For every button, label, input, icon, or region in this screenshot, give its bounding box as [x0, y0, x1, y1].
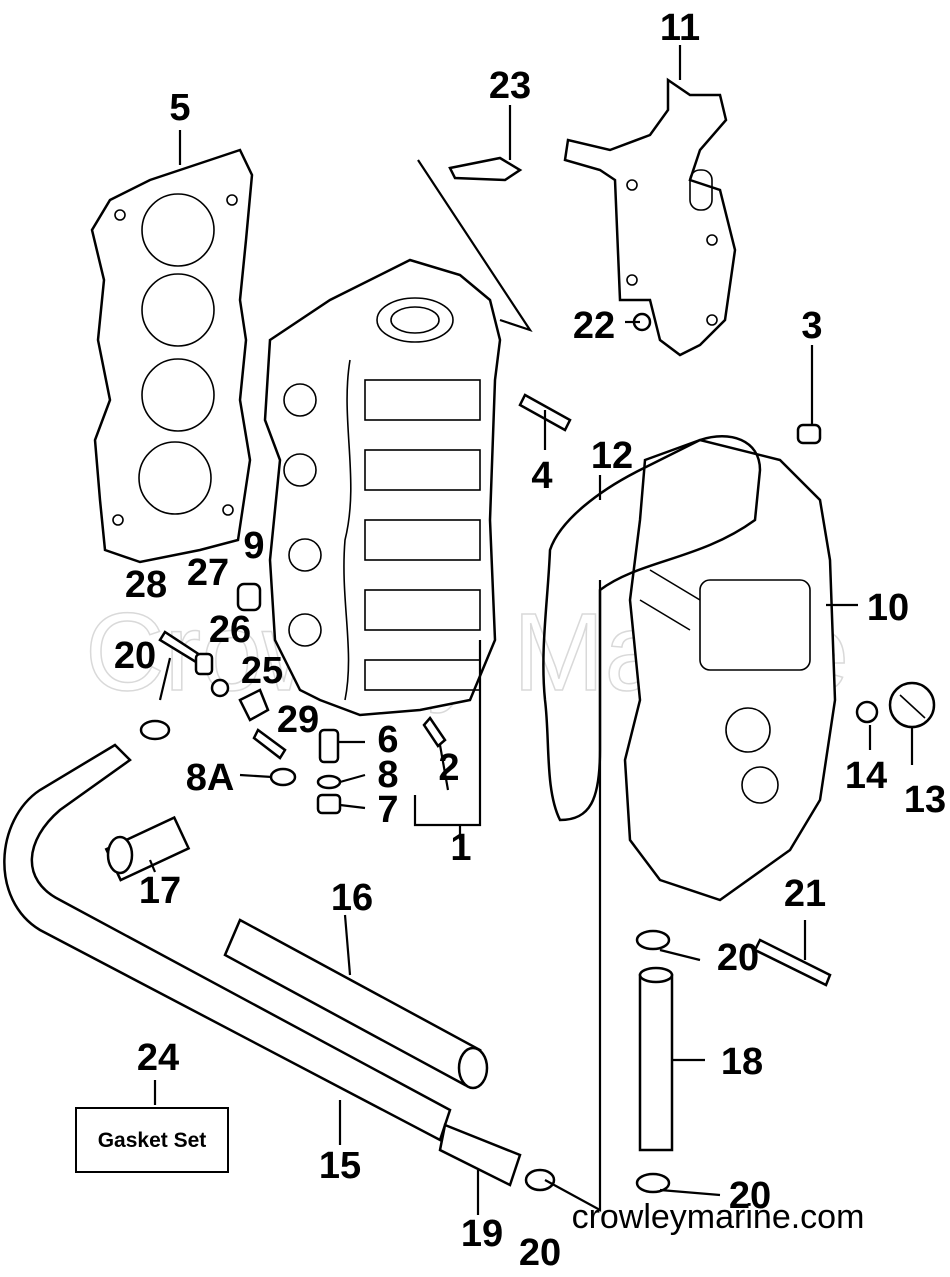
- callout-20-d: 20: [519, 1232, 561, 1274]
- head-gasket: [90, 148, 254, 564]
- callout-15: 15: [319, 1145, 361, 1187]
- callout-17: 17: [139, 870, 181, 912]
- callout-4: 4: [531, 455, 552, 497]
- callout-8a: 8A: [186, 757, 235, 799]
- gasket-set-box: Gasket Set: [75, 1107, 229, 1173]
- callout-26: 26: [209, 609, 251, 651]
- callout-16: 16: [331, 877, 373, 919]
- leader-lines: [148, 45, 914, 1215]
- callout-28: 28: [125, 564, 167, 606]
- callout-5: 5: [169, 87, 190, 129]
- callout-25: 25: [241, 650, 283, 692]
- site-url: crowleymarine.com: [572, 1198, 865, 1236]
- callout-19: 19: [461, 1213, 503, 1255]
- callout-3: 3: [801, 305, 822, 347]
- cap-13: [888, 681, 936, 729]
- callout-1: 1: [450, 827, 471, 869]
- callout-20-c: 20: [729, 1175, 771, 1217]
- hose-16: [223, 918, 489, 1090]
- callout-9: 9: [243, 525, 264, 567]
- callout-22: 22: [573, 305, 615, 347]
- o-ring-14: [855, 700, 879, 724]
- callout-21: 21: [784, 873, 826, 915]
- cover: [623, 438, 837, 902]
- callout-10: 10: [867, 587, 909, 629]
- callout-24: 24: [137, 1037, 179, 1079]
- callout-18: 18: [721, 1041, 763, 1083]
- cylinder-head: [263, 258, 502, 717]
- callout-14: 14: [845, 755, 887, 797]
- long-hose: [3, 743, 452, 1142]
- callout-20-a: 20: [114, 635, 156, 677]
- callout-29: 29: [277, 699, 319, 741]
- hose-19: [438, 1123, 522, 1187]
- callout-23: 23: [489, 65, 531, 107]
- callout-11: 11: [660, 7, 700, 49]
- callout-12: 12: [591, 435, 633, 477]
- callout-8: 8: [377, 754, 398, 796]
- hose-18: [638, 966, 674, 1152]
- callout-7: 7: [377, 789, 398, 831]
- callout-2: 2: [438, 747, 459, 789]
- callout-13: 13: [904, 779, 946, 821]
- callout-20-b: 20: [717, 937, 759, 979]
- hose-17: [104, 815, 191, 882]
- callout-6: 6: [377, 719, 398, 761]
- gasket-set-label: Gasket Set: [98, 1129, 207, 1152]
- callout-labels: 1 2 3 4 5 6 7 8 8A 9 10 11 12 13 14 15 1…: [114, 7, 946, 1274]
- callout-27: 27: [187, 552, 229, 594]
- bracket: [563, 77, 737, 357]
